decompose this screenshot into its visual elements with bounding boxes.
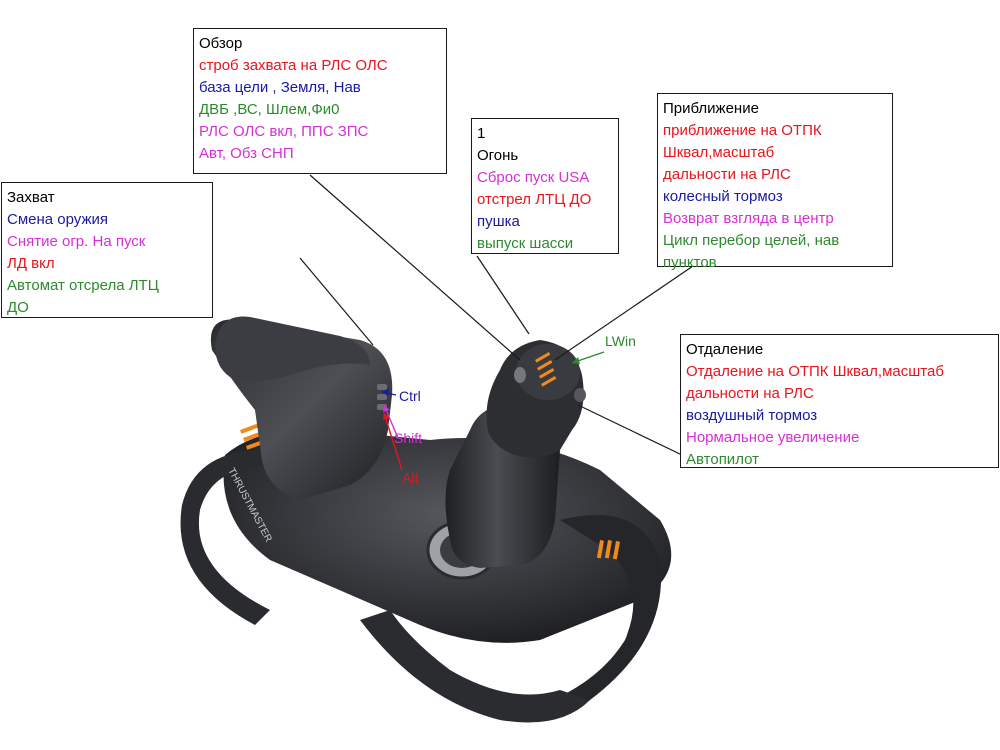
trigger-button — [514, 367, 526, 383]
callout-zahvat-line: Снятие огр. На пуск — [7, 233, 146, 250]
callout-ogon-line: отстрел ЛТЦ ДО — [477, 191, 592, 208]
hat-switch — [535, 352, 557, 387]
callout-zahvat-line: Смена оружия — [7, 211, 109, 228]
key-label-shift: Shift — [394, 430, 423, 446]
throttle-handle — [215, 316, 370, 382]
callout-otdalenie-line: Автопилот — [686, 451, 759, 468]
callout-ogon-line: Сброс пуск USA — [477, 169, 590, 186]
callout-obzor-title: Обзор — [199, 35, 243, 52]
lower-foot — [360, 610, 590, 723]
callout-ogon-number: 1 — [477, 125, 486, 142]
callout-ogon: 1 Огонь Сброс пуск USA отстрел ЛТЦ ДО пу… — [471, 118, 619, 254]
callout-ogon-line: выпуск шасси — [477, 235, 574, 252]
right-foot — [540, 515, 662, 717]
callout-ogon-title: Огонь — [477, 147, 519, 164]
throttle-buttons — [377, 384, 387, 410]
key-label-lwin: LWin — [605, 333, 636, 349]
leader-priblizhenie — [554, 265, 694, 361]
callout-priblizhenie-line: Цикл перебор целей, нав — [663, 232, 840, 249]
callout-otdalenie-title: Отдаление — [686, 341, 764, 358]
leader-ogon — [476, 255, 530, 335]
key-label-alt: Alt — [402, 470, 419, 486]
callout-priblizhenie-line: Шквал,масштаб — [663, 144, 775, 161]
callout-otdalenie-line: Нормальное увеличение — [686, 429, 860, 446]
callout-obzor-line: база цели , Земля, Нав — [199, 79, 361, 96]
leader-obzor — [309, 174, 521, 361]
callout-zahvat-line: ЛД вкл — [7, 255, 55, 272]
callout-obzor-line: Авт, Обз СНП — [199, 145, 294, 162]
callout-obzor: Обзор строб захвата на РЛС ОЛС база цели… — [193, 28, 447, 174]
callout-priblizhenie-line: Возврат взгляда в центр — [663, 210, 834, 227]
callout-priblizhenie-line: дальности на РЛС — [663, 166, 791, 183]
callout-ogon-line: пушка — [477, 213, 520, 230]
callout-otdalenie-line: воздушный тормоз — [686, 407, 818, 424]
callout-zahvat-line: Автомат отсрела ЛТЦ — [7, 277, 159, 294]
callout-otdalenie: Отдаление Отдаление на ОТПК Шквал,масшта… — [680, 334, 999, 468]
key-label-ctrl: Ctrl — [399, 388, 421, 404]
callout-otdalenie-line: дальности на РЛС — [686, 385, 814, 402]
callout-obzor-line: ДВБ ,ВС, Шлем,Фи0 — [199, 101, 340, 118]
callout-zahvat-title: Захват — [7, 189, 55, 206]
callout-priblizhenie-title: Приближение — [663, 100, 759, 117]
callout-priblizhenie-line: приближение на ОТПК — [663, 122, 822, 139]
key-arrows — [381, 351, 605, 471]
callout-priblizhenie-line: колесный тормоз — [663, 188, 783, 205]
leader-zahvat — [299, 257, 374, 346]
side-button — [574, 388, 586, 402]
callout-obzor-line: РЛС ОЛС вкл, ППС ЗПС — [199, 123, 369, 140]
callout-priblizhenie: Приближение приближение на ОТПК Шквал,ма… — [657, 93, 893, 271]
callout-otdalenie-line: Отдаление на ОТПК Шквал,масштаб — [686, 363, 944, 380]
callout-zahvat: Захват Смена оружия Снятие огр. На пуск … — [1, 182, 213, 318]
leader-lines — [299, 174, 694, 456]
callout-zahvat-line: ДО — [7, 299, 29, 316]
leader-otdalenie — [577, 404, 683, 456]
left-foot — [180, 450, 300, 625]
arrow-alt — [383, 412, 403, 471]
callout-priblizhenie-line: пунктов — [663, 254, 717, 271]
callout-obzor-line: строб захвата на РЛС ОЛС — [199, 57, 388, 74]
